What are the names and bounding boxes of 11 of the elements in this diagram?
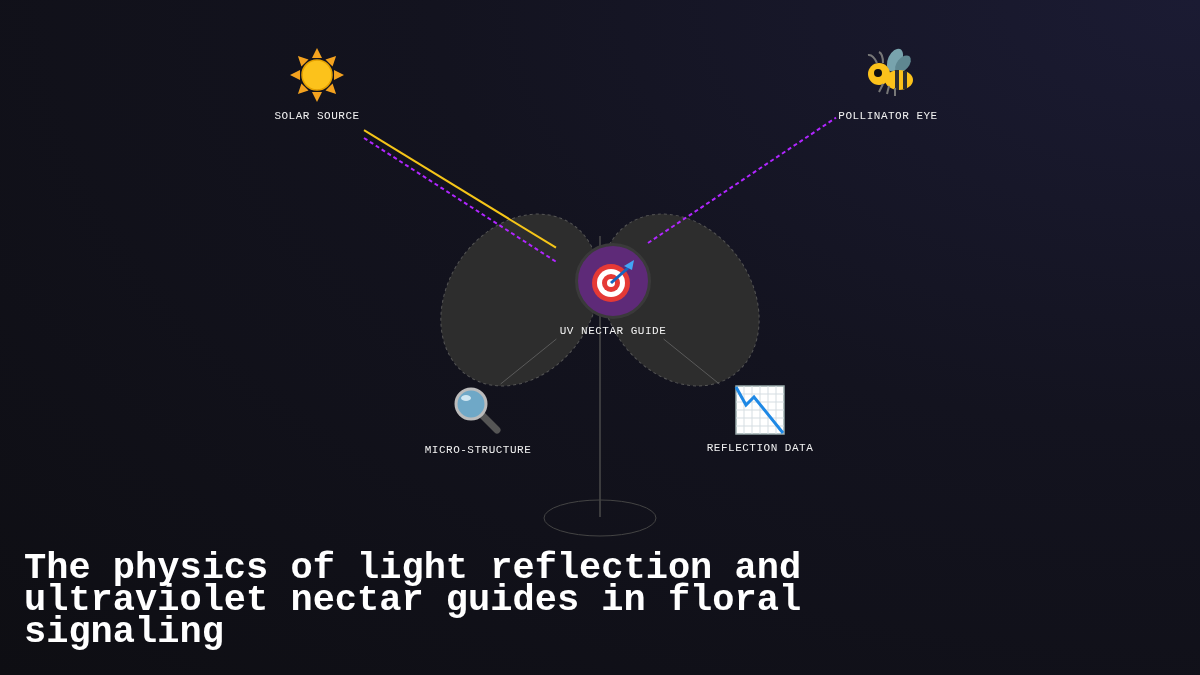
node-label: MICRO-STRUCTURE — [424, 444, 532, 456]
node-label: UV NECTAR GUIDE — [559, 325, 667, 337]
light-ray — [363, 129, 557, 249]
node-label: SOLAR SOURCE — [274, 110, 360, 122]
connector-line — [500, 338, 557, 385]
light-ray — [363, 137, 557, 263]
connector-line — [663, 338, 720, 385]
node-label: REFLECTION DATA — [706, 442, 814, 454]
title: The physics of light reflection and ultraviolet nectar guides in floral signaling — [24, 552, 803, 648]
node-label: POLLINATOR EYE — [838, 110, 938, 122]
light-ray — [647, 116, 837, 244]
